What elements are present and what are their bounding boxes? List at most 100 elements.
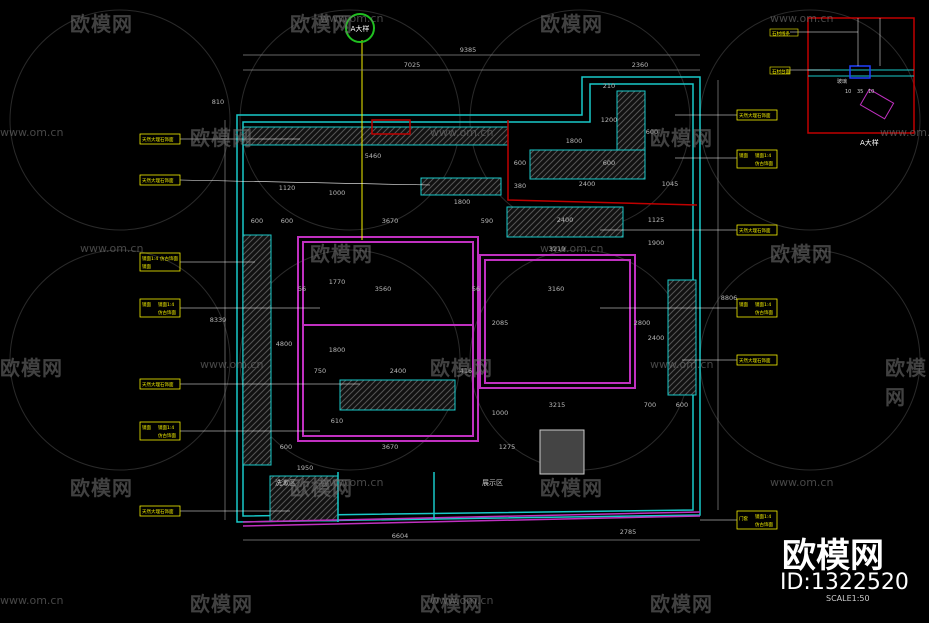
dim-text: 590 <box>481 217 493 225</box>
watermark-url: www.om.cn <box>770 12 834 25</box>
dim-text: 2400 <box>579 180 596 188</box>
area-display: 展示区 <box>482 479 503 487</box>
watermark-url: www.om.cn <box>200 358 264 371</box>
watermark-url: www.om.cn <box>80 242 144 255</box>
dim-text: 1200 <box>601 116 618 124</box>
watermark-logo: 欧模网 <box>290 476 353 500</box>
dim-text: 1770 <box>329 278 346 286</box>
dim-text: 1800 <box>454 198 471 206</box>
dim-text: 7025 <box>404 61 421 69</box>
label-right6c: 仿古饰面 <box>755 521 773 528</box>
dim-text: 600 <box>281 217 293 225</box>
dim-text: 600 <box>676 401 688 409</box>
bottom-wall <box>242 472 701 527</box>
dim-text: 2085 <box>492 319 509 327</box>
dim-text: 1800 <box>566 137 583 145</box>
watermark-logo: 欧模网 <box>540 476 603 500</box>
dim-text: 8806 <box>721 294 738 302</box>
leader-lines <box>179 114 737 521</box>
label-left2: 天然大理石饰面 <box>142 177 174 184</box>
watermark-url: www.om.cn <box>880 126 929 139</box>
detail-callout: A大样 <box>860 138 879 147</box>
cabinets <box>297 236 636 442</box>
label-right6a: 门套 <box>739 515 748 522</box>
label-left6b: 镜面1:4 <box>158 424 174 431</box>
watermark-logo: 欧模网 <box>650 592 713 616</box>
watermark-logo: 欧模网 <box>190 592 253 616</box>
dim-text: 380 <box>514 182 526 190</box>
detail-dim1: 10 <box>845 89 851 95</box>
dim-text: 810 <box>212 98 224 106</box>
dim-text: 3160 <box>548 285 565 293</box>
label-left4a: 镜面 <box>142 301 151 308</box>
dim-text: 56 <box>298 285 306 293</box>
detail-dim3: 10 <box>868 89 874 95</box>
watermark-logo: 欧模网 <box>190 126 253 150</box>
area-labels: 洗漱区 展示区 <box>275 478 503 487</box>
dim-text: 2785 <box>620 528 637 536</box>
label-left6a: 镜面 <box>142 424 151 431</box>
dim-text: 56 <box>472 285 480 293</box>
label-right4b: 镜面1:4 <box>755 301 771 308</box>
label-texts: 天然大理石饰面 天然大理石饰面 镜面1:4 仿古饰面 镜面 镜面 镜面1:4 仿… <box>142 112 773 528</box>
label-right3: 天然大理石饰面 <box>739 227 771 234</box>
label-left6c: 仿古饰面 <box>158 432 176 439</box>
dim-text: 3560 <box>375 285 392 293</box>
dim-text: 2360 <box>632 61 649 69</box>
watermark-url: www.om.cn <box>430 594 494 607</box>
watermark-logo: 欧模网 <box>70 12 133 36</box>
dim-text: 1900 <box>648 239 665 247</box>
watermark-logo: 欧模网 <box>885 356 927 409</box>
watermark-logo: 欧模网 <box>430 356 493 380</box>
watermark-logo: 欧模网 <box>770 242 833 266</box>
dim-text: 416 <box>460 367 472 375</box>
dim-text: 2400 <box>648 334 665 342</box>
brand-id: ID:1322520 <box>780 570 909 595</box>
dimension-lines <box>224 54 719 541</box>
dim-text: 600 <box>603 159 615 167</box>
label-right1: 天然大理石饰面 <box>739 112 771 119</box>
dim-text: 8339 <box>210 316 227 324</box>
label-left3b: 仿古饰面 <box>160 255 178 262</box>
watermark-url: www.om.cn <box>770 476 834 489</box>
watermark-logo: 欧模网 <box>310 242 373 266</box>
dim-text: 1800 <box>329 346 346 354</box>
dim-text: 3215 <box>549 401 566 409</box>
watermark-url: www.om.cn <box>320 476 384 489</box>
label-right2c: 仿古饰面 <box>755 160 773 167</box>
counters <box>242 90 697 522</box>
watermark-url: www.om.cn <box>540 242 604 255</box>
label-left1: 天然大理石饰面 <box>142 136 174 143</box>
dim-text: 6604 <box>392 532 409 540</box>
watermark-url: www.om.cn <box>0 126 64 139</box>
section-callout: A大样 <box>345 13 375 240</box>
dim-text: 600 <box>280 443 292 451</box>
callout-label: A大样 <box>351 24 370 33</box>
label-right4c: 仿古饰面 <box>755 309 773 316</box>
dim-text: 3670 <box>382 217 399 225</box>
dim-text: 750 <box>314 367 326 375</box>
dim-text: 2400 <box>557 216 574 224</box>
watermark-url: www.om.cn <box>650 358 714 371</box>
dim-text: 700 <box>644 401 656 409</box>
watermark-url: www.om.cn <box>430 126 494 139</box>
dimension-texts: 9385 7025 2360 810 1200 210 1800 600 600… <box>210 46 738 540</box>
dim-text: 9385 <box>460 46 477 54</box>
dim-text: 5460 <box>365 152 382 160</box>
dim-text: 210 <box>603 82 615 90</box>
watermark-logo: 欧模网 <box>0 356 63 380</box>
area-wash: 洗漱区 <box>275 478 296 487</box>
label-left5: 天然大理石饰面 <box>142 381 174 388</box>
detail-inset: 石材线条 石材台面 玻璃 10 35 10 A大样 <box>769 17 915 147</box>
label-boxes <box>139 109 778 530</box>
watermark-logo: 欧模网 <box>290 12 353 36</box>
watermark-url: www.om.cn <box>0 594 64 607</box>
label-left7: 天然大理石饰面 <box>142 508 174 515</box>
dim-text: 1120 <box>279 184 296 192</box>
outer-walls <box>236 76 701 523</box>
dim-text: 1045 <box>662 180 679 188</box>
dim-text: 1000 <box>329 189 346 197</box>
detail-label1: 石材线条 <box>772 30 790 37</box>
dim-text: 1000 <box>492 409 509 417</box>
dim-text: 3219 <box>549 245 566 253</box>
